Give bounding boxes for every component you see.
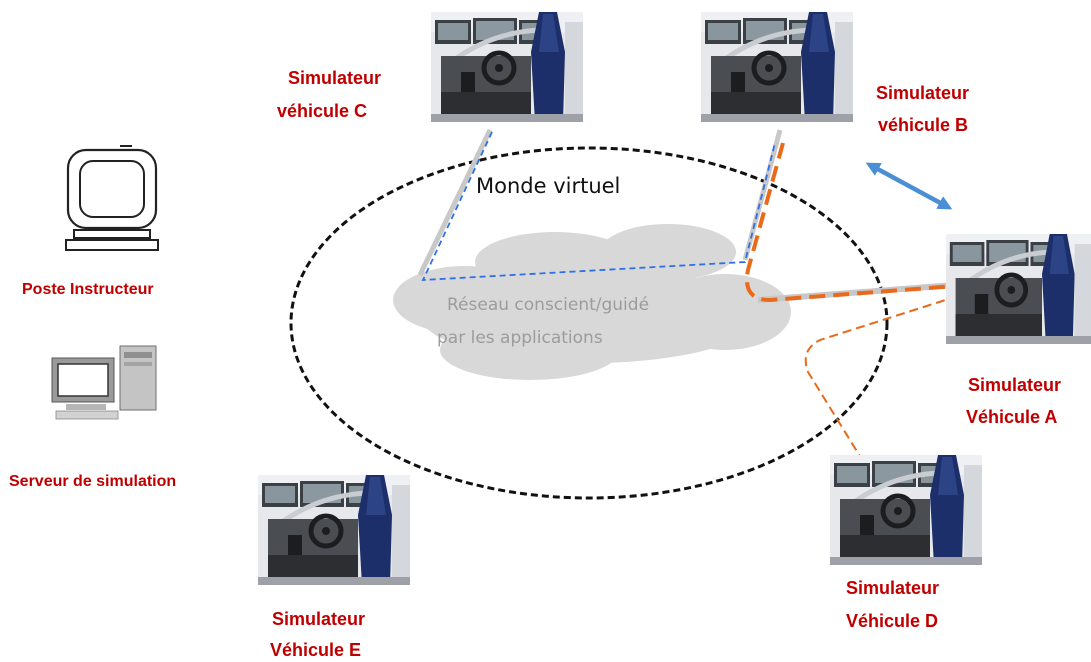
link-c-to-b <box>421 131 776 281</box>
simulator-a-photo <box>946 234 1091 344</box>
virtual-world-label: Monde virtuel <box>476 174 620 198</box>
simulator-e-label-line1: Simulateur <box>272 609 365 629</box>
link-b-to-a <box>745 142 956 303</box>
simulator-b-label-line1: Simulateur <box>876 83 969 103</box>
link-a-to-d <box>804 295 959 467</box>
monitor-icon <box>65 145 159 251</box>
simulator-c-label-line2: véhicule C <box>277 101 367 121</box>
network-cloud <box>393 224 791 380</box>
network-label-line2: par les applications <box>437 328 603 348</box>
instructor-label: Poste Instructeur <box>22 281 154 298</box>
simulator-d-label-line1: Simulateur <box>846 578 939 598</box>
simulator-c-photo <box>431 12 583 122</box>
simulator-e-photo <box>258 475 410 585</box>
simulator-b-photo <box>701 12 853 122</box>
virtual-world-boundary <box>289 146 889 500</box>
simulator-d-photo <box>830 455 982 565</box>
simulator-d-label-line2: Véhicule D <box>846 611 938 631</box>
simulator-a-label-line2: Véhicule A <box>966 407 1057 427</box>
simulator-b-label-line2: véhicule B <box>878 115 968 135</box>
computer-icon <box>51 345 157 420</box>
network-label-line1: Réseau conscient/guidé <box>447 295 649 315</box>
link-c-gray <box>417 128 493 277</box>
simulator-a-label-line1: Simulateur <box>968 375 1061 395</box>
simulator-c-label-line1: Simulateur <box>288 68 381 88</box>
bidirectional-arrow <box>865 162 953 210</box>
server-label: Serveur de simulation <box>9 473 176 490</box>
simulator-e-label-line2: Véhicule E <box>270 640 361 660</box>
